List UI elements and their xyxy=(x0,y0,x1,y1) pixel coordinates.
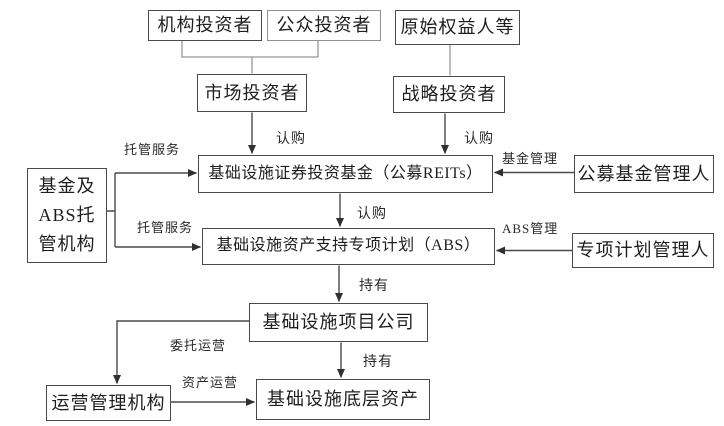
node-underlying-assets: 基础设施底层资产 xyxy=(256,379,430,420)
label-subscribe-market: 认购 xyxy=(276,132,306,147)
label-custody-service-top: 托管服务 xyxy=(124,142,181,157)
node-strategic-investors: 战略投资者 xyxy=(393,76,505,113)
node-market-investors: 市场投资者 xyxy=(197,74,307,112)
label-subscribe-strategic: 认购 xyxy=(464,132,494,147)
node-operation-manager: 运营管理机构 xyxy=(46,385,171,421)
label-subscribe-reits-abs: 认购 xyxy=(357,207,387,222)
label-abs-management: ABS管理 xyxy=(502,221,559,236)
label-custody-service-bottom: 托管服务 xyxy=(137,220,194,235)
edge-investors-merge xyxy=(181,41,319,74)
node-special-plan-manager: 专项计划管理人 xyxy=(572,233,714,268)
node-original-equity-holders: 原始权益人等 xyxy=(395,10,520,45)
label-entrusted-operation: 委托运营 xyxy=(170,338,227,353)
node-public-investors: 公众投资者 xyxy=(267,10,381,41)
label-hold-abs-project: 持有 xyxy=(359,279,389,294)
edge-custodian-trunk xyxy=(107,173,116,247)
label-asset-operation: 资产运营 xyxy=(182,375,239,390)
node-institutional-investors: 机构投资者 xyxy=(148,10,262,41)
node-abs-plan: 基础设施资产支持专项计划（ABS） xyxy=(202,228,495,265)
edge-entrusted-operation xyxy=(113,320,249,384)
label-fund-management: 基金管理 xyxy=(502,151,559,166)
node-project-company: 基础设施项目公司 xyxy=(249,303,428,342)
label-hold-project-assets: 持有 xyxy=(363,355,393,370)
node-public-fund-manager: 公募基金管理人 xyxy=(574,155,714,193)
node-reits-fund: 基础设施证券投资基金（公募REITs） xyxy=(198,155,493,193)
node-custodian: 基金及 ABS托 管机构 xyxy=(27,168,107,263)
